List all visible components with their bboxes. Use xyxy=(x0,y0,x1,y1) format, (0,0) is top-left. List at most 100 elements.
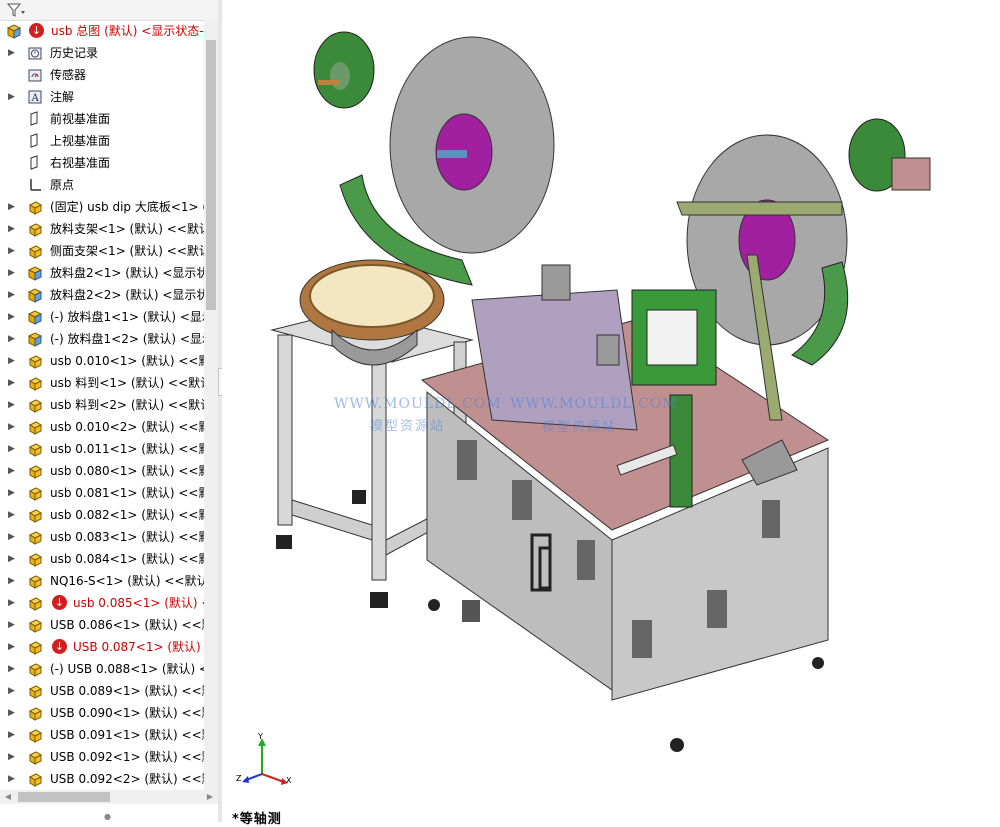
expand-arrow-icon[interactable]: ▶ xyxy=(8,268,15,278)
tree-item[interactable]: ▶ 放料盘2<2> (默认) <显示状 xyxy=(0,284,204,306)
tree-root-item[interactable]: ↓usb 总图 (默认) <显示状态- xyxy=(0,20,204,42)
subassembly-icon xyxy=(27,331,43,347)
tree-item-label: 放料盘2<2> (默认) <显示状 xyxy=(50,288,204,302)
expand-arrow-icon[interactable]: ▶ xyxy=(8,92,15,102)
expand-arrow-icon[interactable]: ▶ xyxy=(8,48,15,58)
tree-item[interactable]: ▶ (-) 放料盘1<2> (默认) <显示 xyxy=(0,328,204,350)
tree-item[interactable]: ▶放料支架<1> (默认) <<默认 xyxy=(0,218,204,240)
tree-item[interactable]: ▶ usb 料到<1> (默认) <<默认 xyxy=(0,372,204,394)
expand-arrow-icon[interactable]: ▶ xyxy=(8,576,15,586)
expand-arrow-icon[interactable]: ▶ xyxy=(8,708,15,718)
tree-item-label: (-) 放料盘1<2> (默认) <显示 xyxy=(50,332,204,346)
tree-item[interactable]: ▶ usb 0.084<1> (默认) <<默 xyxy=(0,548,204,570)
expand-arrow-icon[interactable]: ▶ xyxy=(8,246,15,256)
tree-item-label: usb 料到<1> (默认) <<默认 xyxy=(50,376,204,390)
expand-arrow-icon[interactable]: ▶ xyxy=(8,466,15,476)
part-icon xyxy=(27,441,43,457)
tree-item[interactable]: 传感器 xyxy=(0,64,204,86)
tree-item[interactable]: ▶ 历史记录 xyxy=(0,42,204,64)
tree-item-label: 历史记录 xyxy=(50,46,99,60)
origin-icon xyxy=(27,177,43,193)
error-icon: ↓ xyxy=(52,595,67,610)
tree-item[interactable]: ▶ NQ16-S<1> (默认) <<默认 xyxy=(0,570,204,592)
tree-item[interactable]: ▶ USB 0.089<1> (默认) <<默 xyxy=(0,680,204,702)
tree-item[interactable]: ▶usb 料到<2> (默认) <<默认 xyxy=(0,394,204,416)
panel-splitter[interactable] xyxy=(218,0,222,822)
tree-item[interactable]: ▶usb 0.010<2> (默认) <<默 xyxy=(0,416,204,438)
plane-icon xyxy=(27,133,43,149)
tree-item-label: usb 0.084<1> (默认) <<默 xyxy=(50,552,204,566)
expand-arrow-icon[interactable]: ▶ xyxy=(8,290,15,300)
tree-item[interactable]: ▶USB 0.090<1> (默认) <<默 xyxy=(0,702,204,724)
tree-item[interactable]: 前视基准面 xyxy=(0,108,204,130)
expand-arrow-icon[interactable]: ▶ xyxy=(8,774,15,784)
scroll-thumb[interactable] xyxy=(206,40,216,310)
expand-arrow-icon[interactable]: ▶ xyxy=(8,444,15,454)
tree-item[interactable]: ▶ 放料盘2<1> (默认) <显示状 xyxy=(0,262,204,284)
expand-arrow-icon[interactable]: ▶ xyxy=(8,488,15,498)
expand-arrow-icon[interactable]: ▶ xyxy=(8,356,15,366)
part-icon xyxy=(27,243,43,259)
tree-item[interactable]: 原点 xyxy=(0,174,204,196)
tree-item[interactable]: ▶ 侧面支架<1> (默认) <<默认 xyxy=(0,240,204,262)
tree-item[interactable]: ▶↓usb 0.085<1> (默认) < xyxy=(0,592,204,614)
tree-item-label: usb 0.083<1> (默认) <<默 xyxy=(50,530,204,544)
tree-item[interactable]: ▶(固定) usb dip 大底板<1> ( xyxy=(0,196,204,218)
graphics-viewport[interactable]: WWW.MOULDL.COM 模型资源站 WWW.MOULDL.COM 模型资源… xyxy=(222,0,1000,822)
part-icon xyxy=(27,771,43,787)
expand-arrow-icon[interactable]: ▶ xyxy=(8,334,15,344)
expand-arrow-icon[interactable]: ▶ xyxy=(8,202,15,212)
tree-item[interactable]: ▶(-) 放料盘1<1> (默认) <显示 xyxy=(0,306,204,328)
expand-arrow-icon[interactable]: ▶ xyxy=(8,642,15,652)
tree-horizontal-scrollbar[interactable]: ◀ ▶ xyxy=(0,790,218,804)
expand-arrow-icon[interactable]: ▶ xyxy=(8,620,15,630)
tree-item-label: 上视基准面 xyxy=(50,134,111,148)
expand-arrow-icon[interactable]: ▶ xyxy=(8,510,15,520)
tree-item[interactable]: ▶usb 0.011<1> (默认) <<默 xyxy=(0,438,204,460)
tree-item-label: USB 0.089<1> (默认) <<默 xyxy=(50,684,204,698)
tree-item[interactable]: ▶(-) USB 0.088<1> (默认) < xyxy=(0,658,204,680)
tree-item[interactable]: 上视基准面 xyxy=(0,130,204,152)
tree-item[interactable]: 右视基准面 xyxy=(0,152,204,174)
triad-axes-icon xyxy=(242,738,288,785)
subassembly-icon xyxy=(27,287,43,303)
tree-item[interactable]: ▶USB 0.086<1> (默认) <<默 xyxy=(0,614,204,636)
expand-arrow-icon[interactable]: ▶ xyxy=(8,422,15,432)
tree-item[interactable]: ▶usb 0.082<1> (默认) <<默 xyxy=(0,504,204,526)
scroll-left-arrow-icon[interactable]: ◀ xyxy=(4,792,12,801)
tree-item[interactable]: ▶usb 0.081<1> (默认) <<默 xyxy=(0,482,204,504)
tree-item[interactable]: ▶ usb 0.083<1> (默认) <<默 xyxy=(0,526,204,548)
expand-arrow-icon[interactable]: ▶ xyxy=(8,400,15,410)
expand-arrow-icon[interactable]: ▶ xyxy=(8,686,15,696)
expand-arrow-icon[interactable]: ▶ xyxy=(8,598,15,608)
tree-item-label: 前视基准面 xyxy=(50,112,111,126)
part-icon xyxy=(27,397,43,413)
tree-item[interactable]: ▶usb 0.010<1> (默认) <<默 xyxy=(0,350,204,372)
expand-arrow-icon[interactable]: ▶ xyxy=(8,312,15,322)
filter-funnel-icon[interactable] xyxy=(6,2,26,18)
expand-arrow-icon[interactable]: ▶ xyxy=(8,378,15,388)
plane-icon xyxy=(27,155,43,171)
expand-arrow-icon[interactable]: ▶ xyxy=(8,730,15,740)
part-icon xyxy=(27,661,43,677)
tree-item-label: 放料盘2<1> (默认) <显示状 xyxy=(50,266,204,280)
scroll-thumb[interactable] xyxy=(18,792,110,802)
tree-item[interactable]: ▶↓USB 0.087<1> (默认) < xyxy=(0,636,204,658)
expand-arrow-icon[interactable]: ▶ xyxy=(8,752,15,762)
tree-vertical-scrollbar[interactable] xyxy=(204,20,218,790)
tree-item[interactable]: ▶usb 0.080<1> (默认) <<默 xyxy=(0,460,204,482)
expand-arrow-icon[interactable]: ▶ xyxy=(8,554,15,564)
tree-item[interactable]: ▶USB 0.091<1> (默认) <<默 xyxy=(0,724,204,746)
svg-text:A: A xyxy=(31,93,40,104)
expand-arrow-icon[interactable]: ▶ xyxy=(8,532,15,542)
scroll-right-arrow-icon[interactable]: ▶ xyxy=(206,792,214,801)
plane-icon xyxy=(27,111,43,127)
tree-item[interactable]: ▶USB 0.092<2> (默认) <<默 xyxy=(0,768,204,790)
expand-arrow-icon[interactable]: ▶ xyxy=(8,224,15,234)
expand-arrow-icon[interactable]: ▶ xyxy=(8,664,15,674)
tree-item-label: NQ16-S<1> (默认) <<默认 xyxy=(50,574,204,588)
tree-item[interactable]: ▶USB 0.092<1> (默认) <<默 xyxy=(0,746,204,768)
tree-item-label: 侧面支架<1> (默认) <<默认 xyxy=(50,244,204,258)
